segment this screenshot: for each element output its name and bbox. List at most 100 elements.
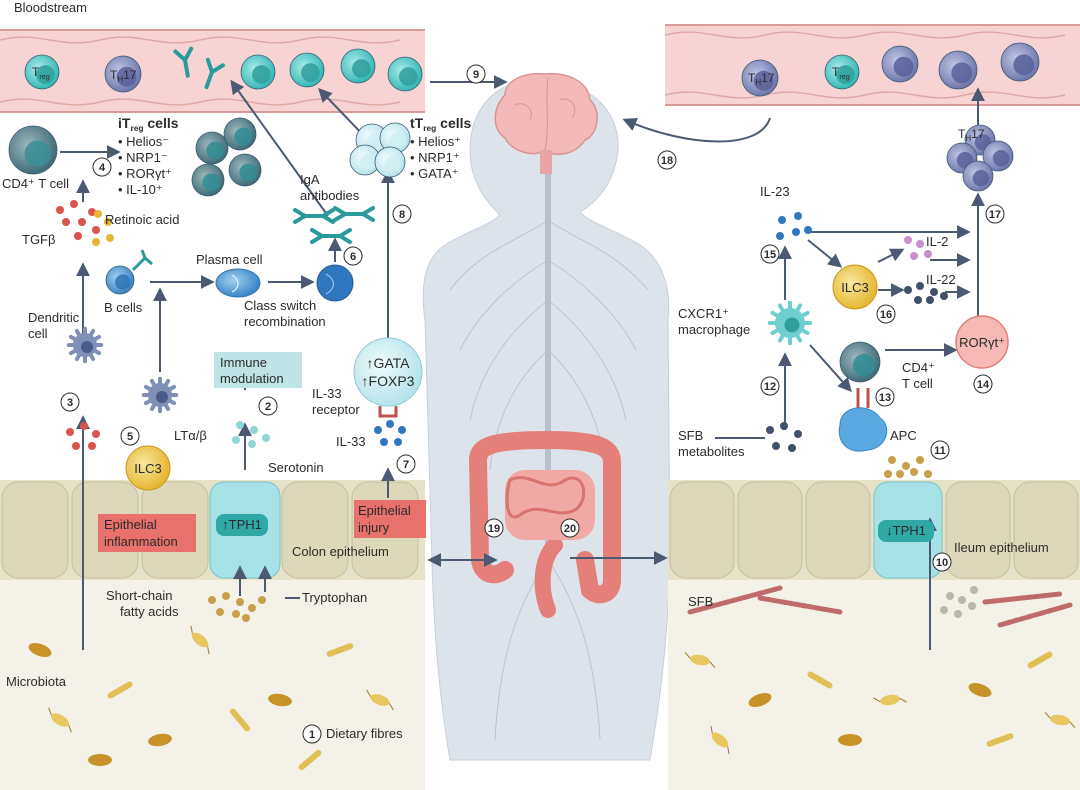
right-blood-vessel [664, 24, 1080, 106]
step-number-label: 17 [989, 209, 1001, 221]
retinoic-acid-dots [92, 210, 114, 246]
microbe [710, 725, 730, 755]
tgfb-label: TGFβ [22, 232, 55, 247]
immune-modulation-label: modulation [220, 371, 284, 386]
step-number-12: 12 [760, 376, 780, 396]
plasma-cell-switched [316, 264, 354, 302]
step-number-7: 7 [396, 454, 416, 474]
ilc3-label: ILC3 [134, 461, 161, 476]
il22-label: IL-22 [926, 272, 956, 287]
step-number-label: 14 [977, 379, 990, 391]
step-number-label: 18 [661, 155, 673, 167]
sfb-metabolite-dots [766, 422, 802, 452]
cd4-right-label: CD4⁺ [902, 360, 935, 375]
microbe [107, 681, 133, 699]
ileum-metabolite-dots [940, 586, 978, 618]
ttreg-marker: • GATA⁺ [410, 166, 459, 181]
step-number-label: 10 [936, 557, 948, 569]
th17-cell-blood [881, 45, 919, 83]
epithelial-injury-label: Epithelial [358, 503, 411, 518]
microbe [1027, 651, 1053, 669]
step-number-20: 20 [560, 518, 580, 538]
class-switch-label: recombination [244, 314, 326, 329]
step-number-18: 18 [657, 150, 677, 170]
serotonin-dots [232, 421, 270, 448]
itreg-marker: • NRP1⁻ [118, 150, 168, 165]
step-number-15: 15 [760, 244, 780, 264]
cxcr1-label: CXCR1⁺ [678, 306, 729, 321]
il2-dots [904, 236, 932, 260]
microbiota-label: Microbiota [6, 674, 67, 689]
ileum-epithelium-band [668, 480, 1080, 790]
ilc3-right-label: ILC3 [841, 280, 868, 295]
step-number-17: 17 [985, 204, 1005, 224]
treg-cell-blood [289, 52, 325, 88]
epithelial-inflammation-label: Epithelial [104, 517, 157, 532]
tryptophan-label: Tryptophan [302, 590, 367, 605]
step-number-label: 8 [399, 209, 405, 221]
step-number-label: 11 [934, 445, 946, 457]
step-number-label: 13 [879, 392, 891, 404]
step-number-5: 5 [120, 426, 140, 446]
rorgt-cell [955, 315, 1009, 369]
itreg-marker: • IL-10⁺ [118, 182, 163, 197]
microbe [48, 707, 72, 733]
cxcr1-macrophage [767, 300, 813, 346]
step-number-10: 10 [932, 552, 952, 572]
immune-cells [8, 42, 1040, 622]
sfb-metabolites-label: metabolites [678, 444, 745, 459]
microbe [148, 733, 172, 747]
step-number-8: 8 [392, 204, 412, 224]
dendritic-cell-label: cell [28, 326, 48, 341]
tph1-up-box [216, 514, 268, 536]
apc-label: APC [890, 428, 917, 443]
cd4-t-cell-right [839, 341, 881, 383]
step-number-label: 4 [99, 162, 106, 174]
iga-label: antibodies [300, 188, 360, 203]
step-number-3: 3 [60, 392, 80, 412]
ttreg-cell [374, 146, 406, 178]
microbe [28, 643, 52, 657]
iga-dimer [293, 208, 335, 224]
step-number-16: 16 [876, 304, 896, 324]
th17-label: TH17 [110, 68, 137, 84]
th17-cluster-cell [982, 140, 1014, 172]
step-number-label: 7 [403, 459, 409, 471]
step-number-6: 6 [343, 246, 363, 266]
step-number-label: 12 [764, 381, 776, 393]
human-body-silhouette [422, 79, 671, 761]
step-number-19: 19 [484, 518, 504, 538]
tph1-down-box [878, 520, 934, 542]
plasma-cell [215, 268, 261, 298]
microbe [268, 693, 292, 707]
ttreg-marker: • Helios⁺ [410, 134, 461, 149]
ttreg-title: tTreg cells [410, 115, 472, 133]
sfb-metabolites-label: SFB [678, 428, 703, 443]
microbe [1044, 711, 1076, 729]
microbe [326, 643, 354, 657]
microbe [986, 733, 1014, 747]
th17-cell-blood [938, 50, 978, 90]
b-cell [105, 265, 135, 295]
ileum-epithelium-label: Ileum epithelium [954, 540, 1049, 555]
sfb-label: SFB [688, 594, 713, 609]
th17-label-right: TH17 [748, 71, 775, 87]
il22-dots [904, 282, 948, 304]
dendritic-cell [66, 326, 104, 364]
bcr-icon [131, 249, 153, 272]
serotonin-label: Serotonin [268, 460, 324, 475]
il2-label: IL-2 [926, 234, 948, 249]
microbe [298, 749, 322, 771]
antibody-icon [204, 57, 225, 90]
tgfb-dots [56, 200, 100, 240]
itreg-marker: • RORγt⁺ [118, 166, 172, 181]
step-number-label: 19 [488, 523, 500, 535]
cd4-t-cell-label: CD4⁺ T cell [2, 176, 69, 191]
cd4-right-label: T cell [902, 376, 933, 391]
cxcr1-label: macrophage [678, 322, 750, 337]
il23-label: IL-23 [760, 184, 790, 199]
brain [494, 72, 598, 174]
il33-receptor-cell [353, 337, 423, 418]
microbe [873, 694, 907, 706]
